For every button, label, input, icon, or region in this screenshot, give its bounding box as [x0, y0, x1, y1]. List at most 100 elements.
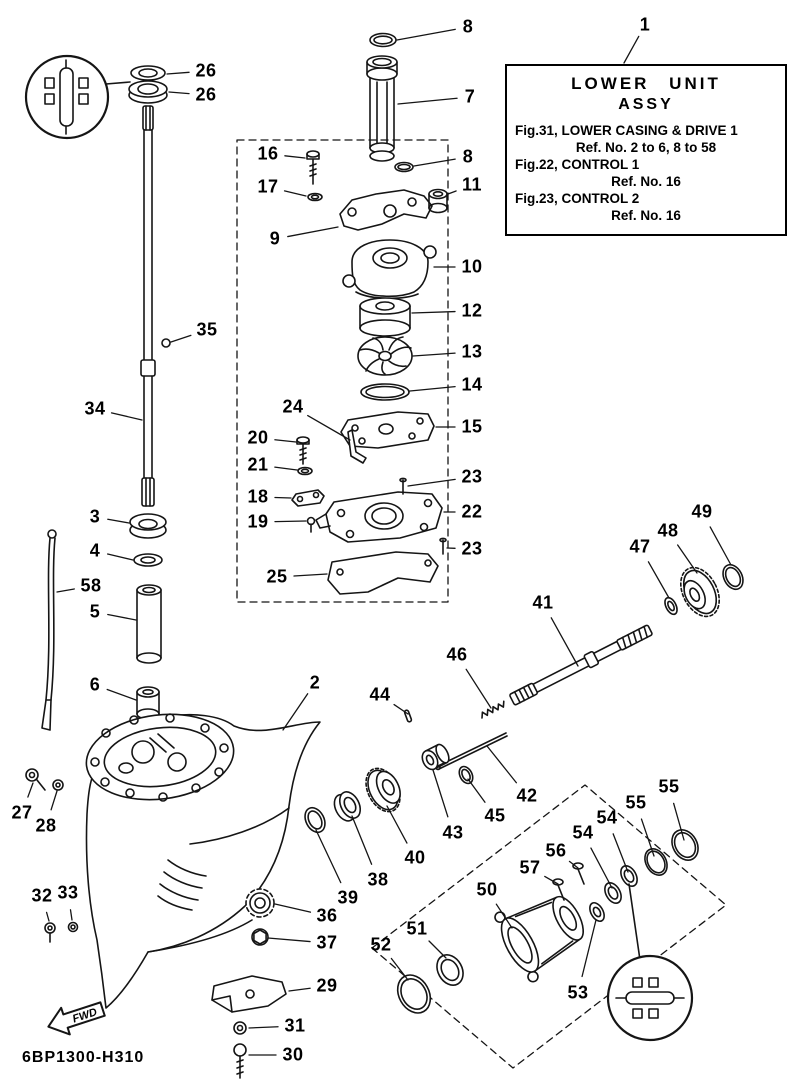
- leader-line-19: [274, 520, 307, 523]
- plug-36: [245, 888, 275, 918]
- gear-40: [365, 767, 401, 813]
- leader-line-45: [467, 778, 486, 803]
- ring-45: [458, 765, 474, 785]
- bolt-27: [25, 768, 46, 791]
- leader-line-3: [107, 518, 130, 524]
- title-box-entry: Fig.23, CONTROL 2 Ref. No. 16: [511, 190, 781, 224]
- title-box-ref22: Ref. No. 16: [611, 174, 681, 189]
- bracket-9: [339, 189, 433, 231]
- part-callout-23: 23: [461, 538, 483, 559]
- leader-line-54: [590, 847, 613, 889]
- part-callout-37: 37: [316, 932, 338, 953]
- pump-base-22: [315, 491, 443, 543]
- part-callout-18: 18: [247, 486, 269, 507]
- part-callout-45: 45: [484, 805, 506, 826]
- washer-53: [589, 901, 605, 923]
- part-callout-8: 8: [462, 16, 474, 37]
- part-callout-44: 44: [369, 684, 391, 705]
- title-box-subtitle: ASSY: [618, 96, 674, 113]
- leader-line-40: [386, 805, 408, 844]
- leader-line-54: [612, 833, 629, 873]
- leader-line-12: [411, 310, 456, 314]
- bearing-detail-view: [24, 54, 131, 140]
- washer-4: [133, 553, 163, 567]
- leader-line-51: [428, 940, 447, 959]
- part-callout-30: 30: [282, 1044, 304, 1065]
- leader-line-50: [495, 903, 513, 929]
- leader-line-52: [390, 957, 409, 981]
- leader-line-8: [413, 158, 456, 167]
- part-callout-13: 13: [461, 341, 483, 362]
- oring-8-bottom: [394, 161, 414, 173]
- part-callout-11: 11: [461, 174, 483, 195]
- leader-line-46: [465, 668, 492, 709]
- part-callout-43: 43: [442, 822, 464, 843]
- gear-48: [679, 566, 721, 618]
- clutch-43: [421, 743, 450, 771]
- leader-line-17: [283, 190, 307, 197]
- part-callout-7: 7: [464, 86, 476, 107]
- leader-line-33: [69, 909, 73, 921]
- part-callout-5: 5: [89, 601, 101, 622]
- leader-line-14: [409, 385, 456, 392]
- driveshaft-34: [140, 105, 156, 507]
- leader-line-23: [407, 478, 456, 487]
- part-callout-15: 15: [461, 416, 483, 437]
- detail-pointer-line: [628, 883, 641, 961]
- leader-line-20: [274, 439, 297, 443]
- part-callout-33: 33: [57, 882, 79, 903]
- spring-46: [481, 700, 505, 719]
- leader-line-27: [27, 782, 34, 798]
- seal-54-a: [604, 881, 622, 905]
- part-callout-41: 41: [532, 592, 554, 613]
- bolt-16: [306, 150, 320, 185]
- bearing-3: [129, 513, 167, 539]
- leader-line-5: [107, 613, 137, 621]
- part-callout-24: 24: [282, 396, 304, 417]
- title-box-ref31: Ref. No. 2 to 6, 8 to 58: [575, 140, 717, 155]
- oring-8-top: [369, 32, 397, 48]
- part-callout-25: 25: [266, 566, 288, 587]
- part-callout-40: 40: [404, 847, 426, 868]
- part-callout-1: 1: [639, 14, 651, 35]
- title-box-title: LOWER UNIT: [571, 74, 721, 93]
- part-callout-55: 55: [625, 792, 647, 813]
- leader-line-39: [315, 829, 342, 884]
- title-box-ref23: Ref. No. 16: [611, 208, 681, 223]
- oring-55-a: [644, 848, 668, 876]
- plate-18: [291, 489, 325, 507]
- bearing-38: [333, 791, 362, 822]
- screw-32: [44, 922, 56, 943]
- leader-line-56: [568, 860, 579, 869]
- part-callout-36: 36: [316, 905, 338, 926]
- leader-line-4: [107, 553, 134, 561]
- leader-line-29: [288, 987, 311, 992]
- leader-line-9: [287, 226, 339, 238]
- leader-line-8: [396, 28, 456, 41]
- bearing-carrier-group-box: [371, 784, 727, 1069]
- part-callout-32: 32: [31, 885, 53, 906]
- leader-line-55: [640, 818, 655, 857]
- washer-33: [67, 921, 79, 933]
- leader-line-36: [274, 903, 312, 913]
- part-callout-26: 26: [195, 60, 217, 81]
- leader-line-42: [486, 745, 518, 784]
- part-callout-54: 54: [572, 822, 594, 843]
- washer-21: [297, 466, 313, 476]
- part-callout-56: 56: [545, 840, 567, 861]
- part-callout-42: 42: [516, 785, 538, 806]
- part-callout-49: 49: [691, 501, 713, 522]
- part-callout-8: 8: [462, 146, 474, 167]
- bolt-57: [552, 878, 565, 901]
- part-callout-28: 28: [35, 815, 57, 836]
- leader-line-6: [106, 688, 137, 701]
- leader-line-11: [447, 190, 457, 195]
- seal-54-b: [620, 864, 638, 888]
- part-callout-23: 23: [461, 466, 483, 487]
- part-callout-34: 34: [84, 398, 106, 419]
- title-box-fig23: Fig.23, CONTROL 2: [515, 191, 640, 206]
- oring-52: [396, 974, 432, 1014]
- part-callout-35: 35: [196, 319, 218, 340]
- part-callout-39: 39: [337, 887, 359, 908]
- leader-line-31: [248, 1026, 279, 1029]
